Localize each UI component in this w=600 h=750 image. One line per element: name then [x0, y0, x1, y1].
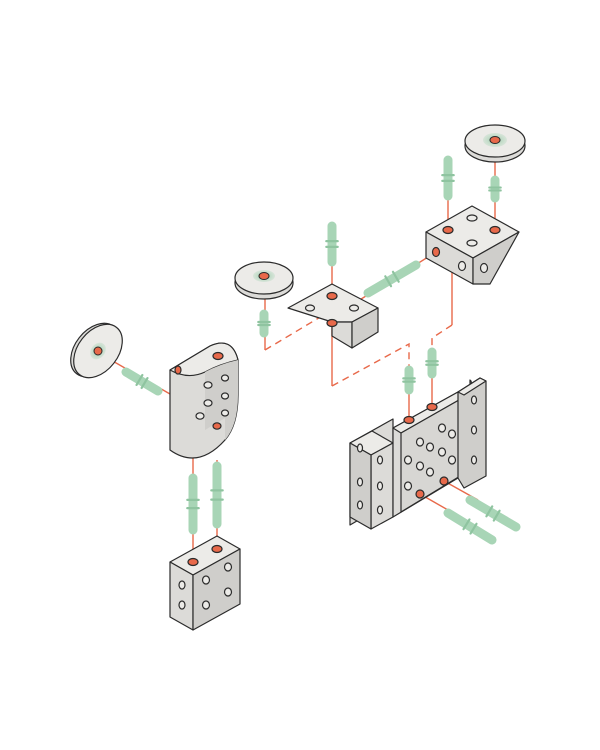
small-angle-bracket	[287, 283, 379, 349]
mounting-hole	[489, 225, 501, 235]
angled-bracket-block	[425, 205, 520, 285]
dowel-pin	[441, 155, 455, 201]
mounting-hole	[489, 136, 501, 144]
mounting-hole	[212, 351, 224, 361]
dowel-pin	[402, 365, 416, 395]
washer-disc-top-right	[464, 124, 526, 163]
mounting-hole	[212, 422, 222, 430]
dowel-pin	[443, 508, 497, 545]
mounting-hole	[431, 246, 441, 258]
washer-disc-left	[70, 322, 123, 379]
mounting-hole	[415, 489, 425, 499]
rounded-post-block	[169, 342, 239, 459]
dowel-pin	[465, 495, 521, 532]
mounting-hole	[326, 318, 338, 328]
dowel-pins	[121, 155, 521, 545]
mounting-hole	[211, 544, 223, 554]
dowel-pin	[325, 221, 339, 267]
dowel-pin	[488, 175, 502, 203]
mounting-hole	[439, 476, 449, 486]
dowel-pin	[210, 461, 224, 529]
dowel-pin	[121, 367, 163, 396]
mounting-hole	[174, 365, 182, 375]
mounting-hole	[442, 225, 454, 235]
mounting-hole	[403, 415, 415, 425]
washer-disc-center	[234, 261, 294, 300]
mounting-hole	[426, 402, 438, 412]
mounting-hole	[258, 272, 270, 280]
dashed-guide	[431, 324, 453, 350]
dowel-pin	[186, 473, 200, 535]
large-frame-plate	[349, 377, 487, 530]
dowel-pin	[257, 309, 271, 338]
dowel-pin	[363, 260, 421, 298]
cube-block	[169, 535, 241, 631]
mounting-hole	[187, 557, 199, 567]
dowel-pin	[425, 347, 439, 379]
dashed-guide	[331, 342, 410, 387]
mounting-hole	[326, 291, 338, 301]
mounting-hole	[93, 346, 103, 356]
